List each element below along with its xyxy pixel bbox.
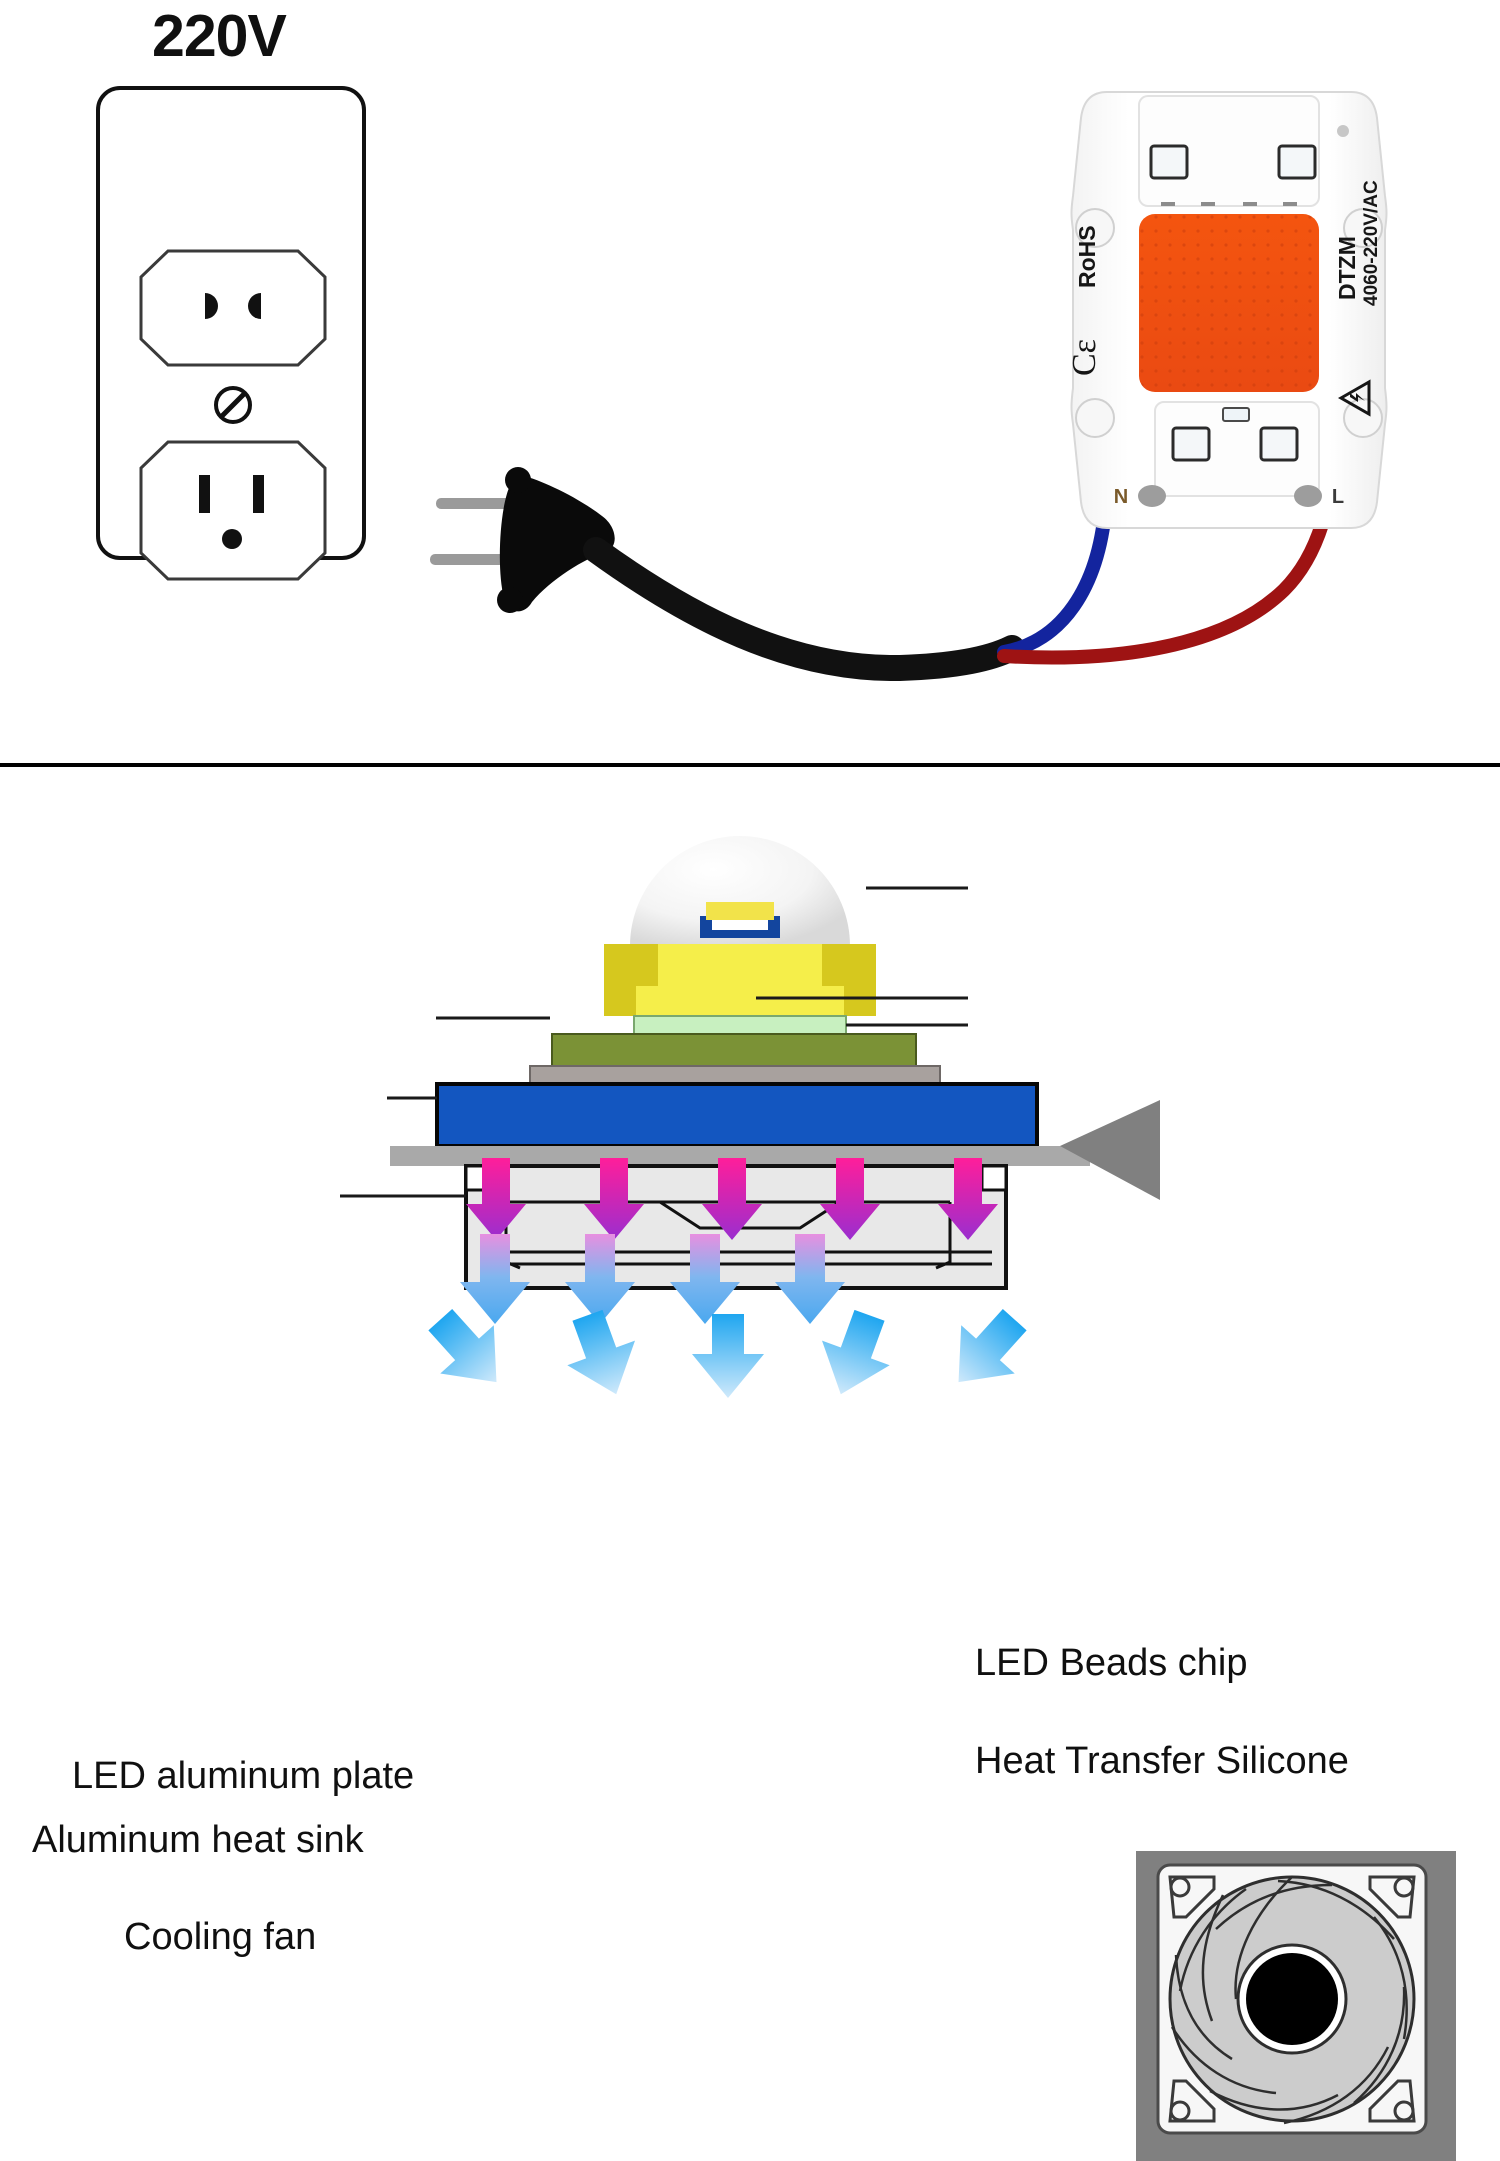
label-led-aluminum-plate: LED aluminum plate: [72, 1755, 415, 1797]
airflow-arrows-spread: [428, 1308, 1027, 1398]
led-cross-section-diagram: [340, 836, 1160, 1398]
terminal-label-live: L: [1332, 486, 1344, 508]
terminal-label-neutral: N: [1114, 486, 1128, 508]
plug-prong-upper: [436, 498, 522, 509]
rating-mark: 4060-220V/AC: [1361, 180, 1382, 306]
outlet-blade-slot-right: [253, 475, 264, 513]
driver-silkscreen-top: [1161, 202, 1297, 206]
led-aluminum-plate-layer: [551, 1033, 917, 1067]
mounting-hole-bottom-right: [1343, 398, 1383, 438]
voltage-label: 220V: [152, 3, 287, 69]
driver-ic-left: [1149, 144, 1189, 180]
led-indicator-dot: [1337, 125, 1349, 137]
rohs-mark: RoHS: [1074, 225, 1100, 288]
cooling-structure-panel: LED Beads chip Heat Transfer Silicone LE…: [0, 766, 1500, 2161]
fan-hub: [1246, 1953, 1338, 2045]
airflow-arrows-straight: [460, 1234, 845, 1324]
base-plate-layer: [390, 1146, 1090, 1166]
svg-text:Cε: Cε: [1066, 339, 1103, 376]
ce-mark: Cε: [1066, 339, 1103, 376]
outlet-slot-right: [248, 293, 261, 319]
aluminum-heat-sink-layer: [435, 1082, 1039, 1148]
led-cob-chip: N L RoHS Cε DTZM 4060-220V/AC: [1066, 91, 1388, 529]
outlet-slot-left: [205, 293, 218, 319]
bottom-ic-right: [1259, 426, 1299, 462]
outlet-lower-socket[interactable]: [139, 440, 327, 581]
outlet-blade-slot-left: [199, 475, 210, 513]
brand-mark: DTZM: [1334, 236, 1360, 300]
label-cooling-fan: Cooling fan: [124, 1916, 317, 1958]
heat-flow-arrows: [466, 1158, 998, 1240]
power-cable: [583, 537, 1025, 682]
fan-callout-pointer: [1060, 1100, 1160, 1200]
heat-transfer-silicone-layer: [633, 1015, 847, 1035]
label-aluminum-heat-sink: Aluminum heat sink: [32, 1819, 364, 1861]
fan-mount-tab-right: [980, 1164, 1008, 1192]
outlet-ground-pin-slot: [222, 529, 242, 549]
label-led-beads-chip: LED Beads chip: [975, 1642, 1248, 1684]
package-body-lower: [636, 986, 844, 1018]
plug-top-nub: [505, 467, 531, 493]
wiring-panel: 220V: [0, 0, 1500, 765]
cooling-fan-photo: [1136, 1851, 1456, 2161]
section-divider: [0, 763, 1500, 767]
label-heat-transfer-silicone: Heat Transfer Silicone: [975, 1740, 1349, 1782]
terminal-pad-live: [1294, 485, 1322, 507]
emitter-die: [706, 902, 774, 920]
bottom-ic-left: [1171, 426, 1211, 462]
cob-die-array: [1139, 214, 1319, 392]
driver-ic-right: [1277, 144, 1317, 180]
plug-prong-lower: [430, 554, 522, 565]
wall-outlet: [96, 86, 366, 581]
high-voltage-warning-icon: [1337, 379, 1371, 417]
callout-leader-lines: [340, 886, 968, 1198]
dome-lens: [630, 836, 850, 948]
screw-slot-icon: [220, 392, 246, 418]
mounting-hole-top-right: [1343, 208, 1383, 248]
outlet-upper-socket[interactable]: [139, 249, 327, 367]
mounting-hole-bottom-left: [1075, 398, 1115, 438]
plug-body: [499, 475, 615, 612]
plug-bottom-nub: [497, 587, 523, 613]
mounting-hole-top-left: [1075, 208, 1115, 248]
bottom-smd-component: [1222, 407, 1250, 422]
terminal-pad-neutral: [1138, 485, 1166, 507]
driver-area-bottom: [1154, 401, 1320, 497]
